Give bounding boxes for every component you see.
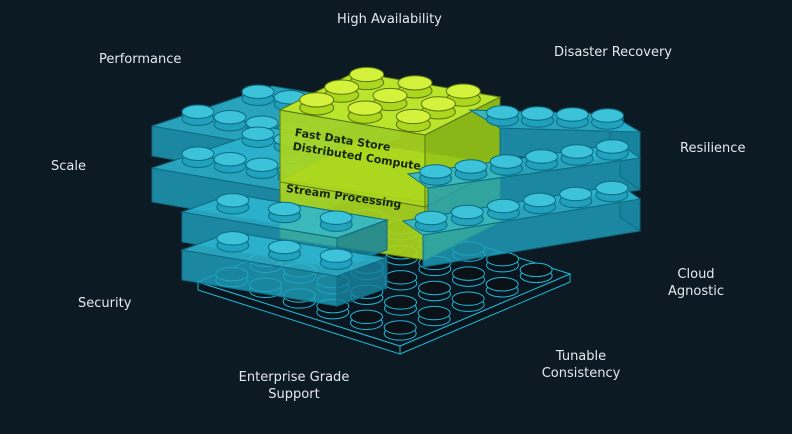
brick-left-2-stud — [241, 126, 275, 141]
brick-left-1-stud — [213, 110, 247, 125]
brick-right-2-stud — [454, 159, 488, 174]
brick-left-3-stud — [216, 193, 250, 208]
base-plate-stud — [417, 305, 451, 321]
block-fast-data-store-brick-stud — [372, 87, 408, 104]
base-plate-stud — [383, 320, 417, 335]
base-plate-stud — [451, 291, 485, 306]
base-plate-stud — [418, 280, 451, 296]
brick-right-1-stud — [521, 106, 554, 121]
brick-left-4-stud — [268, 239, 301, 255]
brick-right-3-stud — [559, 186, 593, 202]
base-plate-stud — [350, 309, 383, 325]
brick-left-2-stud — [213, 152, 247, 167]
brick-right-2-stud — [560, 144, 594, 159]
brick-right-1-stud — [591, 108, 624, 123]
base-plate-stud — [519, 262, 553, 278]
brick-left-4-stud — [319, 248, 353, 263]
block-fast-data-store-brick-stud — [347, 100, 383, 116]
label-tunable-line1: Tunable — [555, 349, 607, 364]
label-cloud-agnostic-line1: Cloud — [677, 267, 715, 282]
label-support-line2: Support — [268, 387, 320, 402]
block-fast-data-store-brick-stud — [420, 96, 456, 112]
label-scale: Scale — [51, 159, 86, 174]
brick-left-3-stud — [268, 201, 301, 217]
label-tunable-line2: Consistency — [541, 366, 621, 381]
brick-left-2-stud — [245, 157, 279, 172]
base-plate-stud — [384, 270, 418, 285]
label-resilience: Resilience — [680, 141, 746, 156]
brick-left-2-stud — [181, 146, 215, 161]
brick-left-1-stud — [241, 84, 275, 99]
label-performance: Performance — [99, 52, 182, 67]
brick-right-2-stud — [595, 139, 629, 154]
brick-right-3-stud — [414, 210, 448, 226]
block-fast-data-store-brick-stud — [445, 83, 481, 99]
block-fast-data-store-brick-stud — [324, 79, 360, 95]
label-disaster-recovery: Disaster Recovery — [554, 45, 672, 60]
brick-left-4-stud — [216, 231, 250, 246]
brick-right-1-stud — [556, 107, 589, 122]
brick-right-1-stud — [486, 105, 519, 120]
base-plate-stud — [384, 295, 417, 310]
label-support-line1: Enterprise Grade — [238, 370, 350, 385]
brick-left-1-stud — [181, 104, 215, 119]
block-fast-data-store-brick-stud — [395, 108, 431, 125]
block-fast-data-store-brick-stud — [397, 75, 433, 91]
brick-left-3-stud — [319, 210, 353, 225]
block-fast-data-store-brick-stud — [349, 66, 385, 83]
brick-right-3-stud — [595, 180, 629, 196]
brick-right-2-stud — [419, 164, 453, 179]
brick-right-2-stud — [489, 154, 523, 169]
label-security: Security — [78, 296, 132, 311]
brick-right-3-stud — [450, 204, 484, 220]
brick-right-3-stud — [523, 192, 557, 208]
label-cloud-agnostic-line2: Agnostic — [668, 284, 724, 299]
label-high-availability: High Availability — [337, 12, 442, 27]
block-fast-data-store-brick-stud — [299, 92, 335, 108]
base-plate-stud — [452, 266, 485, 281]
brick-right-3-stud — [486, 198, 520, 214]
brick-right-2-stud — [525, 149, 559, 164]
base-plate-stud — [485, 277, 519, 292]
